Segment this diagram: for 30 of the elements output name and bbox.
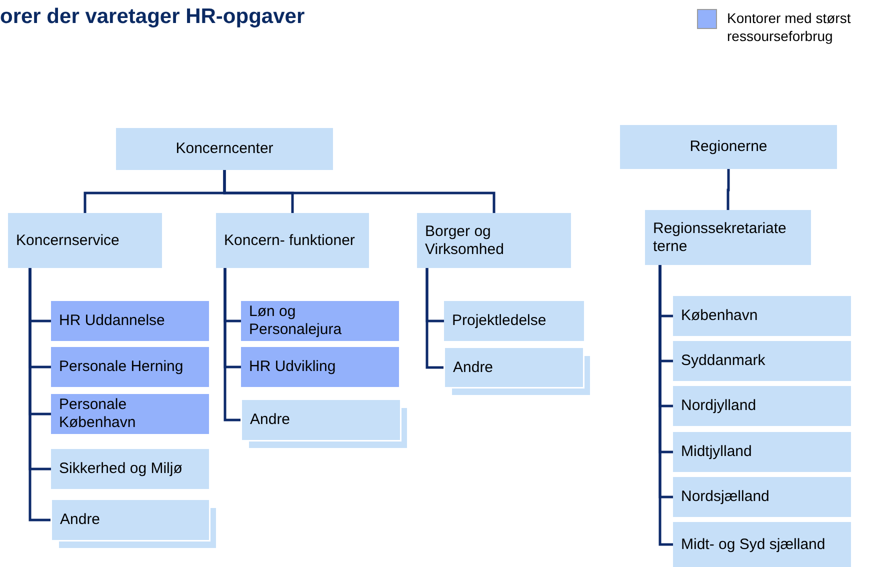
org-box: København [673,296,851,336]
org-box: HR Udvikling [241,347,399,387]
org-box: Midtjylland [673,432,851,472]
org-box: Koncerncenter [116,128,333,170]
org-box: Løn og Personalejura [241,301,399,341]
org-box: HR Uddannelse [51,301,209,341]
org-box: Midt- og Syd sjælland [673,522,851,567]
legend-text: Kontorer med størst ressourseforbrug [727,9,852,45]
org-box: Borger og Virksomhed [417,213,571,268]
connector-line [224,268,242,422]
org-box: Nordsjælland [673,477,851,517]
org-box: Andre [445,348,583,387]
org-box: Personale København [51,394,209,434]
org-box: Sikkerhed og Miljø [51,449,209,489]
connector-line [426,268,445,369]
org-box: Nordjylland [673,386,851,426]
org-box: Projektledelse [444,301,584,341]
org-box: Koncernservice [8,213,162,268]
org-box: Personale Herning [51,347,209,387]
title: orer der varetager HR-opgaver [0,4,305,30]
org-box: Andre [52,500,209,540]
org-box: Andre [242,400,400,440]
connector-line [223,170,496,213]
org-box: Regionssekretariate terne [645,210,811,265]
org-box: Koncern- funktioner [216,213,369,268]
connector-line [658,265,673,546]
connector-line [726,169,730,210]
org-box: Syddanmark [673,341,851,381]
connector-line [28,268,52,522]
org-box: Regionerne [620,125,837,169]
